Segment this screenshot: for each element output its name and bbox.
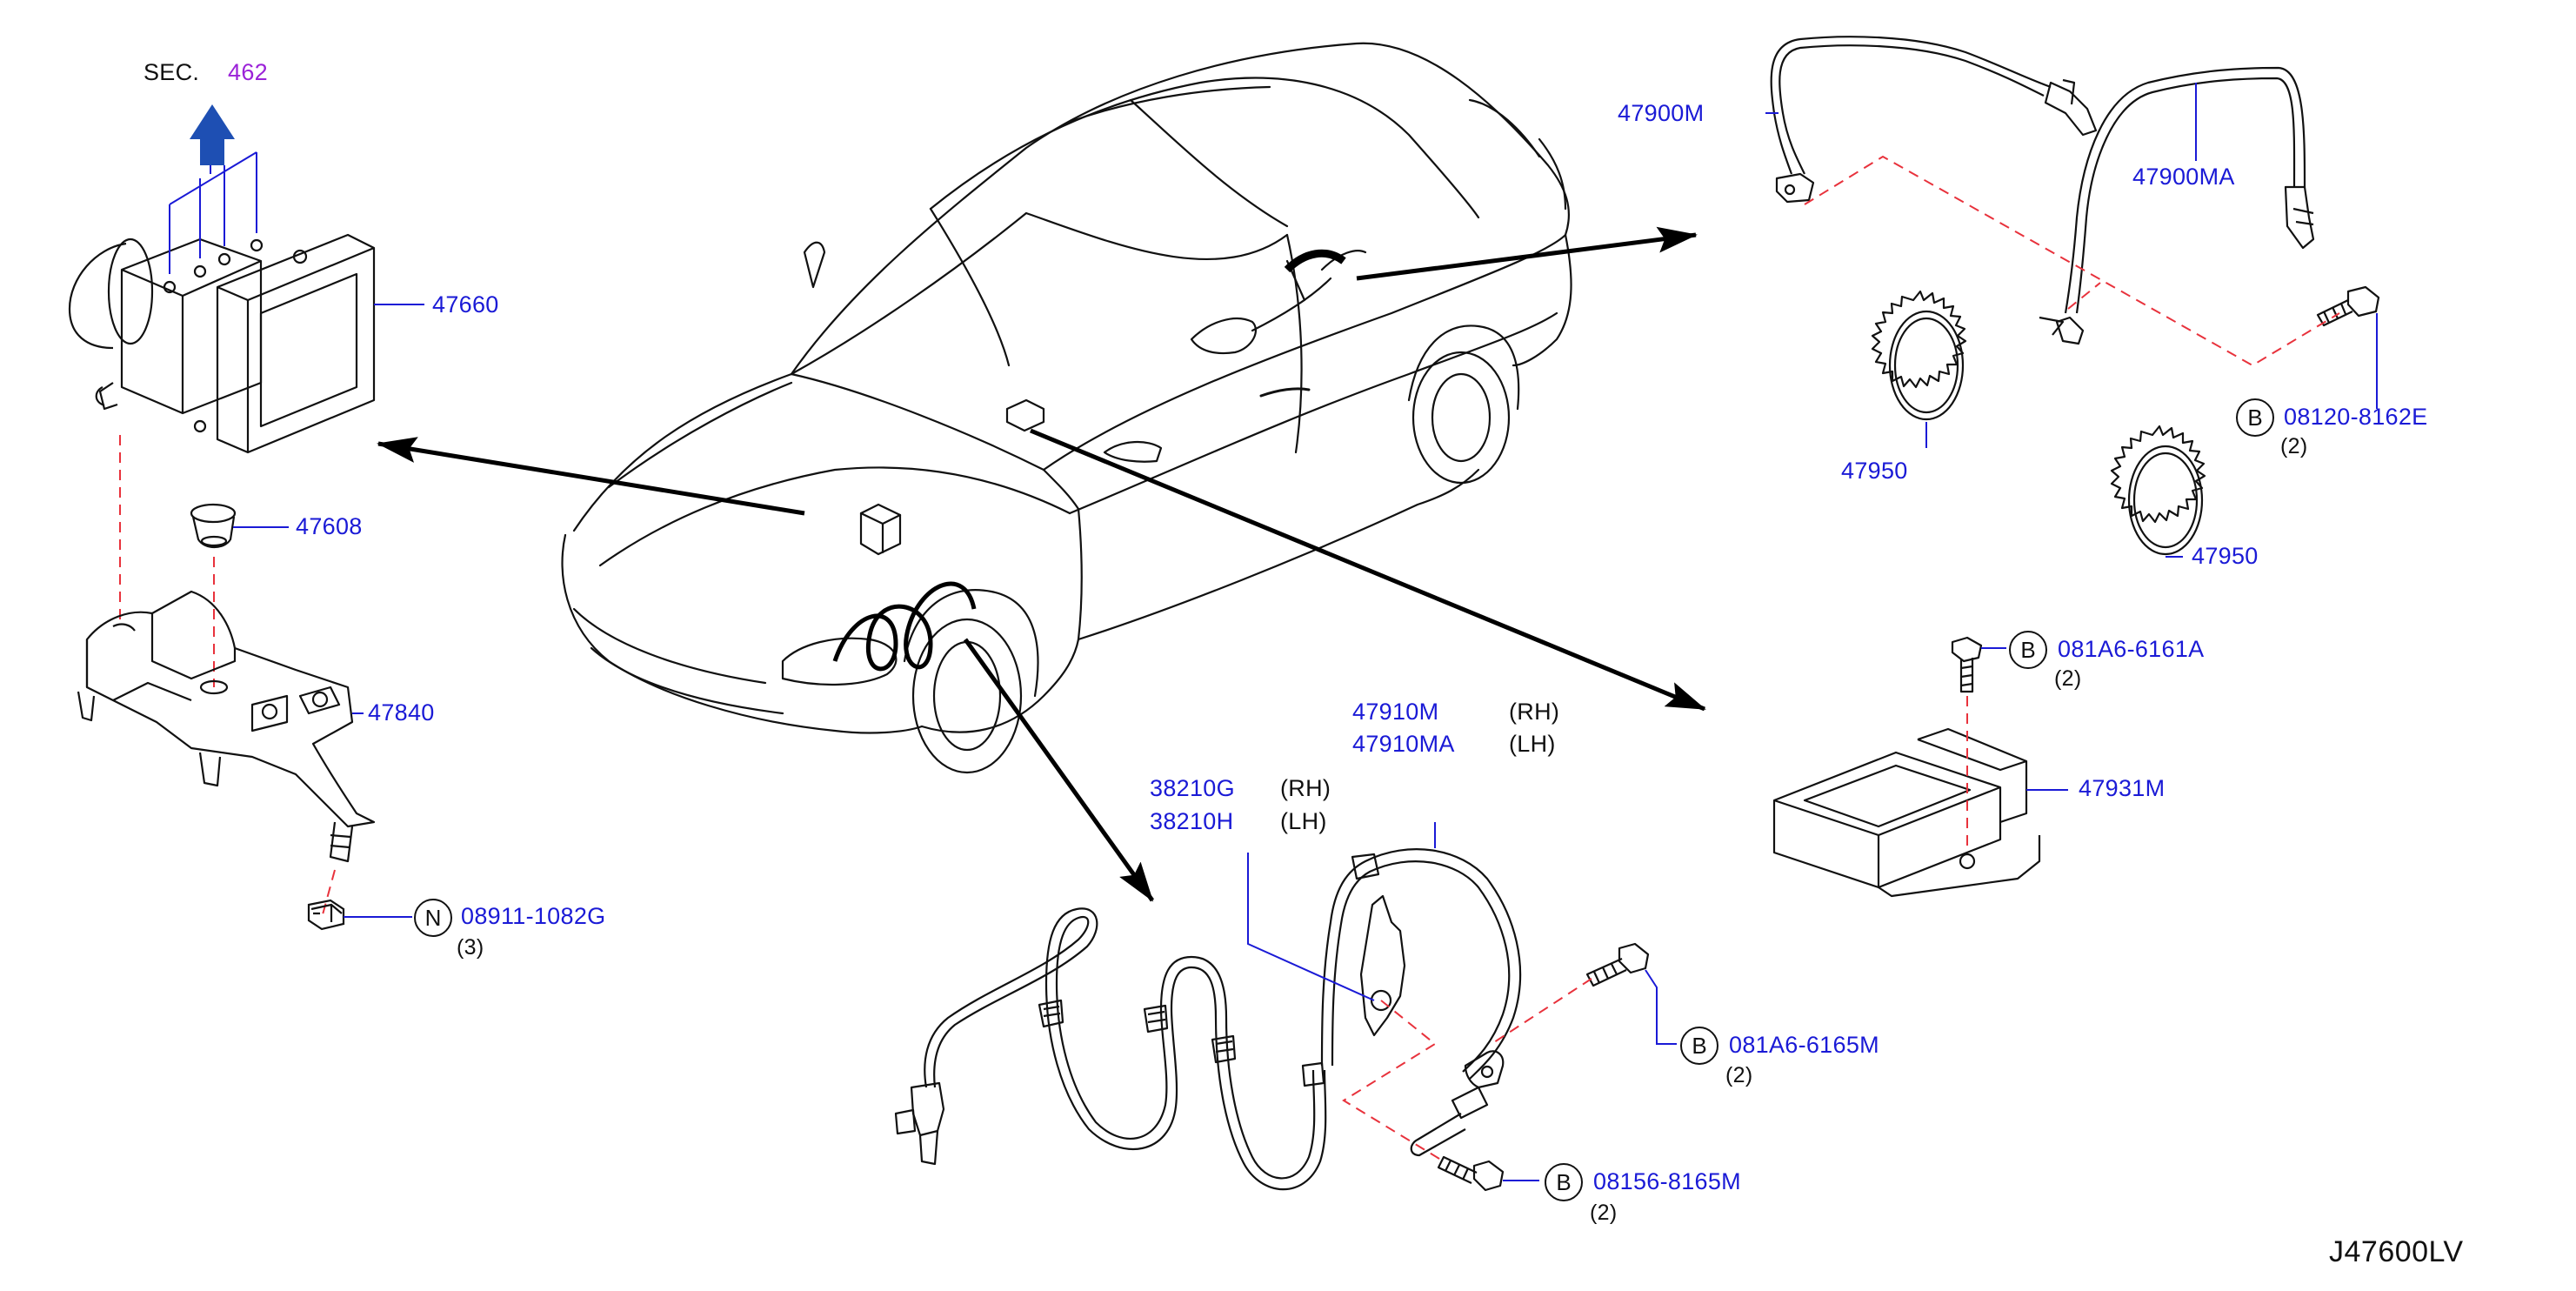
side-rh-38210g: (RH) <box>1280 775 1331 801</box>
car-illustration <box>561 42 1572 774</box>
front-sensor-drawing <box>894 848 1650 1192</box>
section-prefix: SEC. <box>143 59 200 85</box>
side-lh-47910ma: (LH) <box>1509 731 1556 757</box>
section-number-link[interactable]: 462 <box>228 59 268 85</box>
fastener-qty-f1: (3) <box>457 935 484 960</box>
fastener-081a6-6165m[interactable]: 081A6-6165M <box>1729 1032 1879 1058</box>
part-47910m[interactable]: 47910M <box>1352 699 1439 725</box>
yaw-sensor-drawing <box>1772 636 2041 898</box>
abs-actuator-drawing <box>68 233 376 454</box>
part-47900ma[interactable]: 47900MA <box>2132 164 2235 190</box>
fastener-08156-8165m[interactable]: 08156-8165M <box>1593 1168 1741 1194</box>
fastener-qty-f2: (2) <box>2280 434 2308 458</box>
part-47900m[interactable]: 47900M <box>1618 100 1705 126</box>
fastener-type-b-f3: B <box>2009 631 2047 669</box>
rear-sensor-leaders <box>1765 83 2378 558</box>
part-47950-rear-ring[interactable]: 47950 <box>2192 543 2259 569</box>
fastener-08120-8162e[interactable]: 08120-8162E <box>2284 404 2428 430</box>
side-lh-38210h: (LH) <box>1280 808 1327 834</box>
dashed-lines-right <box>1804 155 2340 367</box>
fastener-qty-f3: (2) <box>2054 666 2082 691</box>
fastener-081a6-6161a[interactable]: 081A6-6161A <box>2058 636 2205 662</box>
part-47950-front-ring[interactable]: 47950 <box>1841 458 1908 484</box>
rear-sensor-drawing <box>1770 36 2380 556</box>
bracket-drawing <box>77 590 376 863</box>
diagram-reference-code: J47600LV <box>2329 1235 2464 1268</box>
part-47840[interactable]: 47840 <box>368 699 435 726</box>
part-47931m[interactable]: 47931M <box>2079 775 2166 801</box>
grommet-drawing <box>190 503 237 549</box>
sec-462-leaders <box>169 151 257 274</box>
part-38210g[interactable]: 38210G <box>1150 775 1235 801</box>
part-47660[interactable]: 47660 <box>432 291 499 318</box>
fastener-type-b-f2: B <box>2236 398 2274 437</box>
sec-arrow-icon <box>190 104 235 165</box>
dashed-lines-left <box>119 435 336 919</box>
fastener-08911-1082g[interactable]: 08911-1082G <box>461 903 606 929</box>
side-rh-47910m: (RH) <box>1509 699 1560 725</box>
front-sensor-leaders <box>1247 822 1677 1181</box>
dashed-lines-bottom <box>1342 978 1592 1162</box>
fastener-type-b-f4: B <box>1680 1027 1718 1065</box>
callout-arrows <box>377 226 1706 902</box>
part-47910ma[interactable]: 47910MA <box>1352 731 1455 757</box>
harness-front <box>832 581 977 672</box>
part-38210h[interactable]: 38210H <box>1150 808 1234 834</box>
part-47608[interactable]: 47608 <box>296 513 363 539</box>
fastener-type-b-f5: B <box>1545 1163 1583 1201</box>
nut-drawing <box>307 899 345 931</box>
harness-rear <box>1284 249 1346 273</box>
fastener-type-n: N <box>414 899 452 937</box>
fastener-qty-f4: (2) <box>1725 1063 1753 1087</box>
fastener-qty-f5: (2) <box>1590 1201 1618 1225</box>
